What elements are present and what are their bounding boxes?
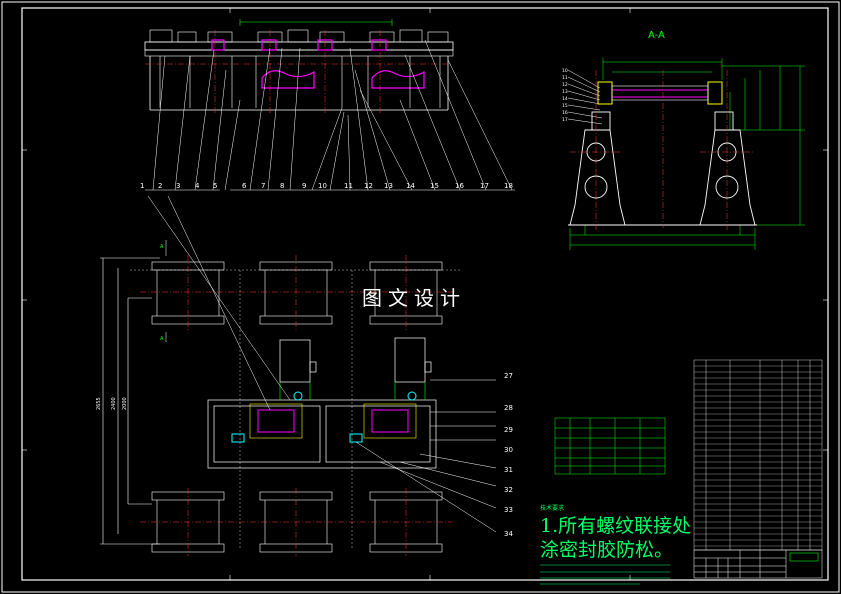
note-header: 技术要求 bbox=[540, 504, 564, 512]
svg-text:15: 15 bbox=[562, 103, 568, 109]
callout-8: 8 bbox=[280, 182, 284, 190]
note-line-1: 1.所有螺纹联接处 bbox=[540, 515, 691, 537]
parts-list bbox=[693, 359, 823, 551]
callouts-right: 27 28 29 30 31 32 33 34 bbox=[504, 372, 513, 538]
callout-2: 2 bbox=[158, 182, 162, 190]
callout-7: 7 bbox=[261, 182, 265, 190]
title-block-name-box bbox=[789, 552, 819, 562]
callout-17: 17 bbox=[480, 182, 489, 190]
note-line-2: 涂密封胶防松。 bbox=[540, 539, 673, 561]
callout-12: 12 bbox=[364, 182, 373, 190]
section-title: A-A bbox=[648, 30, 665, 41]
callout-1: 1 bbox=[140, 182, 144, 190]
callouts-top: 1 2 3 4 5 6 7 8 9 10 11 12 13 14 15 16 1… bbox=[140, 182, 513, 190]
plan-view: 2655 2400 2000 bbox=[96, 195, 497, 556]
svg-text:13: 13 bbox=[562, 89, 568, 95]
svg-text:14: 14 bbox=[562, 96, 568, 102]
callout-32: 32 bbox=[504, 486, 513, 494]
technical-note: 技术要求 1.所有螺纹联接处 涂密封胶防松。 bbox=[540, 504, 691, 585]
callout-30: 30 bbox=[504, 446, 513, 454]
callout-29: 29 bbox=[504, 426, 513, 434]
callout-15: 15 bbox=[430, 182, 439, 190]
svg-text:17: 17 bbox=[562, 117, 568, 123]
callout-33: 33 bbox=[504, 506, 513, 514]
callout-31: 31 bbox=[504, 466, 513, 474]
callout-6: 6 bbox=[242, 182, 247, 190]
callout-10: 10 bbox=[318, 182, 327, 190]
callout-18: 18 bbox=[504, 182, 513, 190]
callout-9: 9 bbox=[302, 182, 306, 190]
svg-text:10: 10 bbox=[562, 68, 568, 74]
svg-text:12: 12 bbox=[562, 82, 568, 88]
svg-text:A: A bbox=[160, 244, 164, 250]
callout-3: 3 bbox=[176, 182, 180, 190]
callout-13: 13 bbox=[384, 182, 393, 190]
callout-16: 16 bbox=[455, 182, 464, 190]
title-block bbox=[693, 549, 823, 579]
svg-text:2655: 2655 bbox=[96, 397, 102, 410]
callout-5: 5 bbox=[213, 182, 217, 190]
svg-text:16: 16 bbox=[562, 110, 568, 116]
callout-34: 34 bbox=[504, 530, 513, 538]
watermark-text: 图文设计 bbox=[362, 286, 466, 310]
parameter-table bbox=[554, 417, 666, 475]
svg-text:11: 11 bbox=[562, 75, 568, 81]
callout-4: 4 bbox=[195, 182, 200, 190]
callout-28: 28 bbox=[504, 404, 513, 412]
frame-tick-marks bbox=[22, 8, 828, 580]
callout-14: 14 bbox=[406, 182, 415, 190]
svg-text:2400: 2400 bbox=[111, 397, 117, 410]
front-view bbox=[144, 19, 515, 191]
callout-11: 11 bbox=[344, 182, 353, 190]
parts-list-rows bbox=[694, 365, 822, 547]
svg-text:A: A bbox=[160, 336, 164, 342]
svg-text:2000: 2000 bbox=[122, 397, 128, 410]
drawing-border-inner bbox=[21, 7, 829, 581]
callout-27: 27 bbox=[504, 372, 513, 380]
